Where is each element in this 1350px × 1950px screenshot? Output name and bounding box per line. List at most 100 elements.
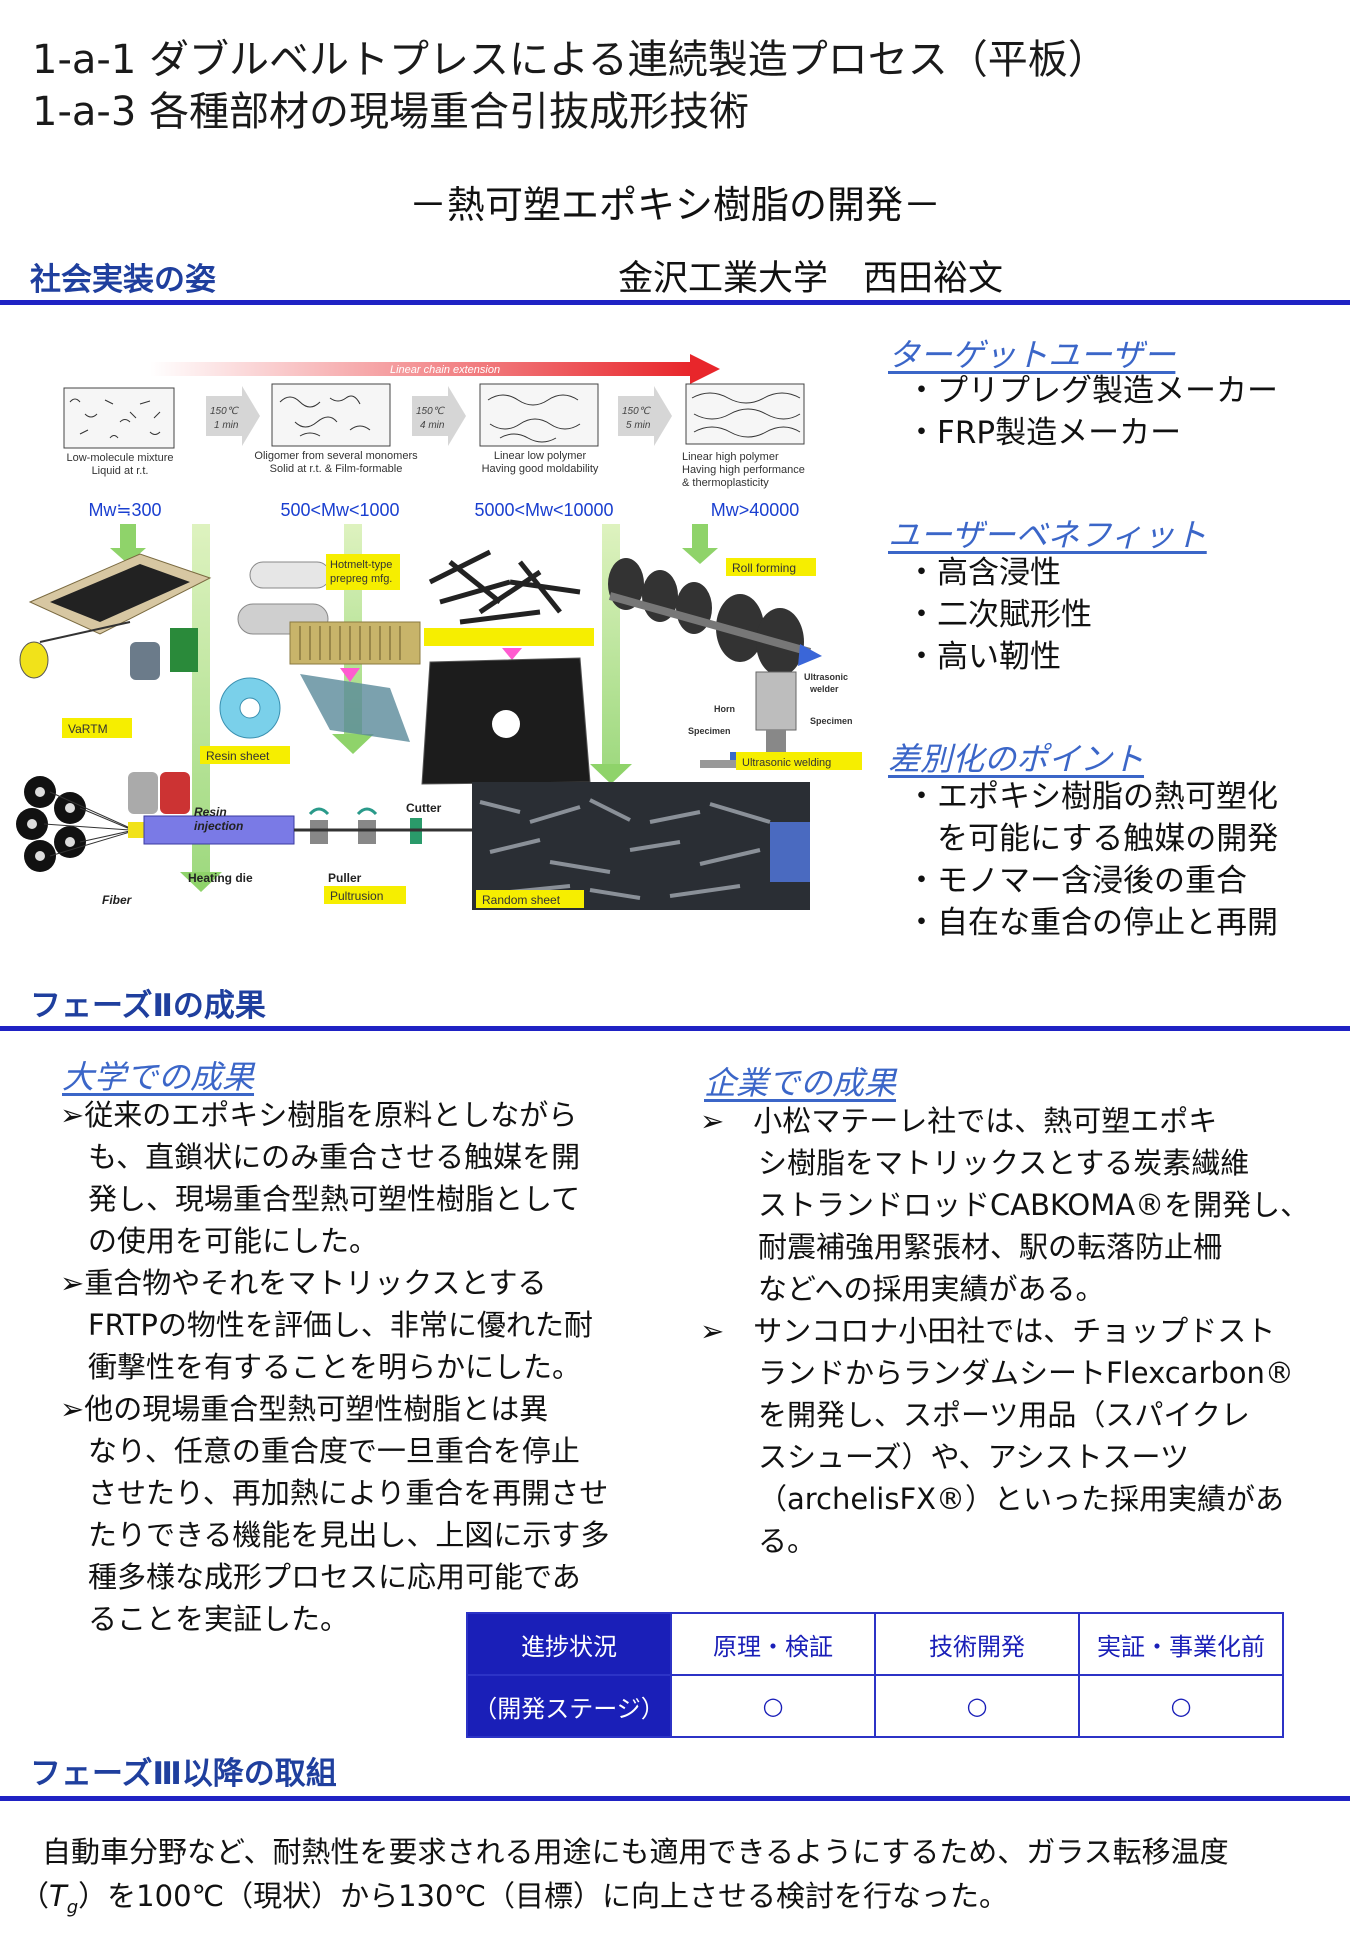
text-line: させたり、再加熱により重合を再開させ xyxy=(88,1476,609,1510)
stage-1-caption-2: Liquid at r.t. xyxy=(92,465,149,477)
step-2-time: 4 min xyxy=(420,420,445,431)
resin-sheet-label-bg xyxy=(200,746,290,764)
university-results-heading: 大学での成果 xyxy=(62,1058,255,1096)
list-item: ・モノマー含浸後の重合 xyxy=(906,863,1247,899)
pultrusion-label-bg xyxy=(324,886,406,904)
list-item: ・プリプレグ製造メーカー xyxy=(906,373,1278,409)
text-line: ➢ 小松マテーレ社では、熱可塑エポキ xyxy=(700,1104,1218,1138)
user-benefit-list: ・高含浸性 ・二次賦形性 ・高い靭性 xyxy=(906,552,1092,678)
step-1-time: 1 min xyxy=(214,420,239,431)
section-rule-2 xyxy=(0,1026,1350,1031)
hotmelt-label-1: Hotmelt-type xyxy=(330,559,392,571)
molecule-box-3 xyxy=(479,383,599,447)
text-line: 発し、現場重合型熱可塑性樹脂として xyxy=(88,1182,581,1216)
chain-extension-arrow xyxy=(150,362,690,376)
title-line-2: 1-a-3 各種部材の現場重合引抜成形技術 xyxy=(32,89,749,135)
horn-label: Horn xyxy=(714,704,735,714)
stage-col-demo: 実証・事業化前 xyxy=(1078,1612,1284,1676)
text-line: ストランドロッドCABKOMA®を開発し、 xyxy=(758,1188,1310,1222)
text-line: （Tg）を100℃（現状）から130℃（目標）に向上させる検討を行なった。 xyxy=(20,1874,1229,1930)
roll-forming-label: Roll forming xyxy=(732,561,796,575)
list-item: を可能にする触媒の開発 xyxy=(906,821,1279,857)
roll-forming-machine xyxy=(608,558,822,676)
section-phase-3: フェーズⅢ以降の取組 xyxy=(30,1756,337,1792)
chopped-strands xyxy=(428,549,581,625)
hotmelt-label-2: prepreg mfg. xyxy=(330,573,392,585)
differentiation-list: ・エポキシ樹脂の熱可塑化 を可能にする触媒の開発 ・モノマー含浸後の重合 ・自在… xyxy=(906,776,1278,944)
text-line: ➢ サンコロナ小田社では、チョップドスト xyxy=(700,1314,1276,1348)
stage-1-caption-1: Low-molecule mixture xyxy=(67,452,174,464)
stage-mark-tech-dev: ○ xyxy=(874,1674,1080,1738)
step-3-temp: 150℃ xyxy=(622,406,652,417)
resin-injection-label-2: injection xyxy=(194,819,243,833)
stage-mark-demo: ○ xyxy=(1078,1674,1284,1738)
step-arrow-2 xyxy=(412,386,466,446)
text-line: も、直鎖状にのみ重合させる触媒を開 xyxy=(88,1140,581,1174)
user-benefit-heading: ユーザーベネフィット xyxy=(888,516,1207,554)
plate-highlight-bar xyxy=(424,628,594,646)
text-line: などへの採用実績がある。 xyxy=(758,1272,1105,1306)
cutter-label: Cutter xyxy=(406,801,442,815)
section-rule-3 xyxy=(0,1796,1350,1801)
text-line: ➢重合物やそれをマトリックスとする xyxy=(60,1266,547,1300)
dev-stage-label: （開発ステージ） xyxy=(466,1674,672,1738)
section-social-implementation: 社会実装の姿 xyxy=(30,262,216,298)
differentiation-heading: 差別化のポイント xyxy=(888,740,1145,778)
plate-arrow xyxy=(502,648,522,660)
fiber-label: Fiber xyxy=(102,893,133,907)
pultrusion-label: Pultrusion xyxy=(330,889,383,903)
ultrasonic-label-2: welder xyxy=(809,684,839,694)
ultrasonic-welding-label-bg xyxy=(736,752,862,770)
section-phase-2: フェーズⅡの成果 xyxy=(30,988,266,1024)
stage-3-caption-2: Having good moldability xyxy=(482,463,599,475)
text-line: ➢他の現場重合型熱可塑性樹脂とは異 xyxy=(60,1392,549,1426)
random-sheet-label: Random sheet xyxy=(482,893,561,907)
stage-4-caption-1: Linear high polymer xyxy=(682,451,779,463)
title-line-1: 1-a-1 ダブルベルトプレスによる連続製造プロセス（平板） xyxy=(32,37,1108,83)
stage-4-caption-3: & thermoplasticity xyxy=(682,477,769,489)
puller-label: Puller xyxy=(328,871,362,885)
step-2-temp: 150℃ xyxy=(416,406,446,417)
stage-4-mw: Mw>40000 xyxy=(711,500,800,520)
chain-extension-label: Linear chain extension xyxy=(390,364,500,376)
list-item: ・FRP製造メーカー xyxy=(906,415,1182,451)
vartm-label: VaRTM xyxy=(68,722,108,736)
text-line: 耐震補強用緊張材、駅の転落防止柵 xyxy=(758,1230,1223,1264)
target-user-list: ・プリプレグ製造メーカー ・FRP製造メーカー xyxy=(906,370,1278,454)
author: 金沢工業大学 西田裕文 xyxy=(618,259,1004,299)
molecule-box-2 xyxy=(271,383,391,447)
text-line: 種多様な成形プロセスに応用可能であ xyxy=(88,1560,581,1594)
subtitle: －熱可塑エポキシ樹脂の開発－ xyxy=(408,183,941,227)
progress-label: 進捗状況 xyxy=(466,1612,672,1676)
list-item: ・自在な重合の停止と再開 xyxy=(906,905,1278,941)
process-figure: Linear chain extension 150℃ 1 min 150℃ 4… xyxy=(16,354,862,910)
text-line: FRTPの物性を評価し、非常に優れた耐 xyxy=(88,1308,593,1342)
step-3-time: 5 min xyxy=(626,420,651,431)
text-line: シ樹脂をマトリックスとする炭素繊維 xyxy=(758,1146,1250,1180)
table-row: 進捗状況 原理・検証 技術開発 実証・事業化前 xyxy=(466,1612,1284,1676)
pultrusion-line xyxy=(16,772,480,872)
text-line: を開発し、スポーツ用品（スパイクレ xyxy=(758,1398,1250,1432)
paren-open: （ xyxy=(20,1879,50,1913)
heating-die-label: Heating die xyxy=(188,871,253,885)
chain-extension-arrowhead xyxy=(690,354,720,384)
stage-col-tech-dev: 技術開発 xyxy=(874,1612,1080,1676)
university-results-text: ➢従来のエポキシ樹脂を原料としながら も、直鎖状にのみ重合させる触媒を開 発し、… xyxy=(60,1094,680,1640)
text-line: スシューズ）や、アシストスーツ xyxy=(758,1440,1189,1474)
phase-3-text: 自動車分野など、耐熱性を要求される用途にも適用できるようにするため、ガラス転移温… xyxy=(20,1830,1229,1930)
company-results-heading: 企業での成果 xyxy=(704,1064,897,1102)
step-1-temp: 150℃ xyxy=(210,406,240,417)
list-item: ・高い靭性 xyxy=(906,639,1061,675)
section-rule-1 xyxy=(0,300,1350,305)
development-stage-table: 進捗状況 原理・検証 技術開発 実証・事業化前 （開発ステージ） ○ ○ ○ xyxy=(466,1612,1284,1738)
stage-2-mw: 500<Mw<1000 xyxy=(280,500,399,520)
stage-2-caption-2: Solid at r.t. & Film-formable xyxy=(270,463,403,475)
resin-injection-label-1: Resin xyxy=(194,805,227,819)
text-line: なり、任意の重合度で一旦重合を停止 xyxy=(88,1434,580,1468)
black-plate xyxy=(421,657,591,785)
specimen-label-2: Specimen xyxy=(810,716,853,726)
stage-4-caption-2: Having high performance xyxy=(682,464,805,476)
company-results-text: ➢ 小松マテーレ社では、熱可塑エポキ シ樹脂をマトリックスとする炭素繊維 ストラ… xyxy=(700,1100,1340,1562)
step-arrow-1 xyxy=(206,386,260,446)
tg-subscript: g xyxy=(66,1896,79,1918)
